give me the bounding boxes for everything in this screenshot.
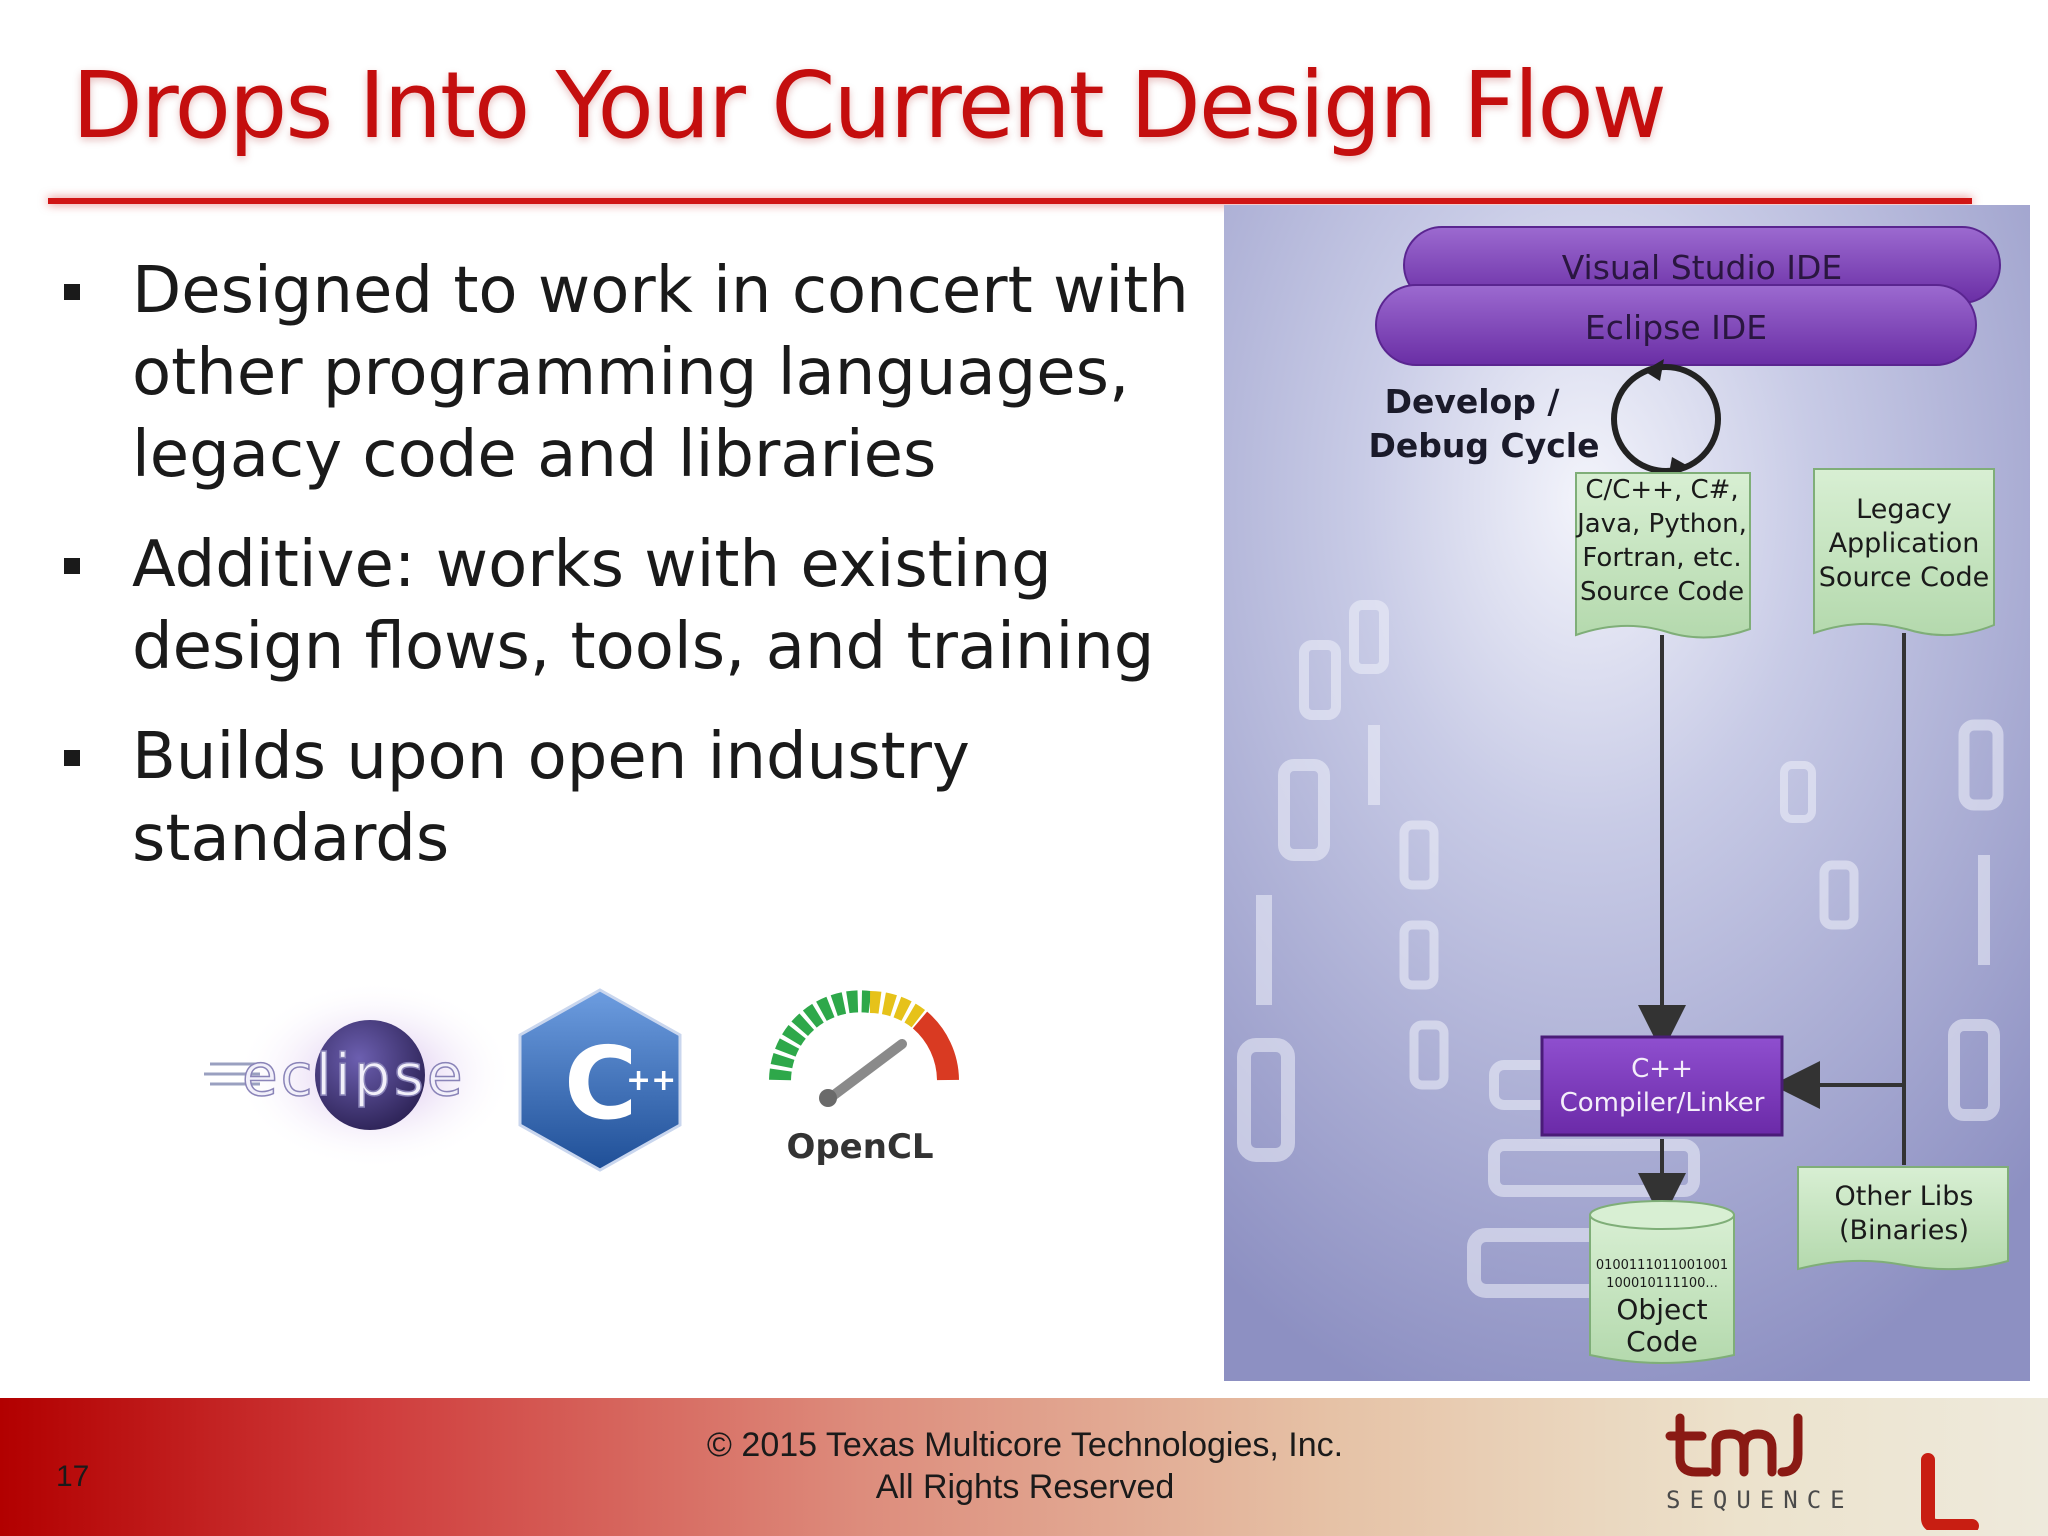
cpp-plus-sign: ++ (626, 1063, 676, 1098)
bullet-line: Designed to work in concert with (132, 254, 1189, 328)
object-code-line: Code (1626, 1325, 1698, 1358)
bullet-square-icon (64, 750, 80, 766)
copyright-notice: © 2015 Texas Multicore Technologies, Inc… (640, 1424, 1410, 1508)
eclipse-logo: eclipse (204, 980, 515, 1170)
bullet-item-1: Designed to work in concert with other p… (58, 250, 1208, 496)
bullet-list: Designed to work in concert with other p… (58, 250, 1208, 908)
develop-debug-cycle: Develop / Debug Cycle (1369, 359, 1721, 479)
cycle-label-line1: Develop / (1385, 382, 1561, 421)
bullet-line: Builds upon open industry (132, 720, 970, 794)
tmt-mark-icon (1665, 1413, 1803, 1477)
other-libs-line: (Binaries) (1839, 1215, 1969, 1246)
legacy-line: Source Code (1819, 562, 1989, 593)
opencl-wordmark: OpenCL (786, 1127, 933, 1167)
opencl-logo: OpenCL (769, 990, 959, 1167)
bullet-line: standards (132, 802, 450, 876)
cycle-label-line2: Debug Cycle (1369, 426, 1600, 465)
legacy-line: Legacy (1856, 494, 1952, 525)
object-bits-line: 100010111100... (1606, 1276, 1718, 1291)
bullet-square-icon (64, 284, 80, 300)
object-code-line: Object (1616, 1293, 1707, 1326)
bullet-line: design flows, tools, and training (132, 610, 1155, 684)
legacy-source-note: Legacy Application Source Code (1813, 468, 1995, 637)
cpp-logo: C ++ (518, 988, 682, 1172)
object-code-cylinder: 0100111011001001 100010111100... Object … (1589, 1200, 1735, 1364)
brand-wordmark: SEQUENCE (1666, 1486, 1854, 1514)
source-line: C/C++, C#, (1585, 475, 1738, 505)
cycle-arrow-icon (1611, 364, 1721, 474)
other-libs-note: Other Libs (Binaries) (1797, 1166, 2009, 1271)
footer-bar (0, 1398, 2048, 1536)
other-libs-line: Other Libs (1835, 1181, 1974, 1212)
design-flow-diagram: Visual Studio IDE Eclipse IDE Develop / … (1224, 205, 2030, 1381)
ide-front-label: Eclipse IDE (1585, 308, 1767, 347)
compiler-linker-box: C++ Compiler/Linker (1540, 1035, 1784, 1137)
bullet-line: Additive: works with existing (132, 528, 1052, 602)
copyright-line: All Rights Reserved (875, 1468, 1175, 1506)
object-bits-line: 0100111011001001 (1596, 1258, 1728, 1273)
page-number: 17 (56, 1460, 90, 1493)
cpp-letter: C (564, 1025, 637, 1142)
brand-l-icon (1921, 1453, 1979, 1533)
bullet-item-2: Additive: works with existing design flo… (58, 524, 1208, 688)
bullet-item-3: Builds upon open industry standards (58, 716, 1208, 880)
compiler-line: C++ (1631, 1054, 1693, 1084)
compiler-line: Compiler/Linker (1560, 1088, 1765, 1118)
source-code-note: C/C++, C#, Java, Python, Fortran, etc. S… (1575, 472, 1751, 639)
eclipse-ide-band: Eclipse IDE (1375, 284, 1977, 366)
bullet-line: other programming languages, (132, 336, 1130, 410)
source-line: Fortran, etc. (1582, 543, 1741, 573)
slide-title: Drops Into Your Current Design Flow (72, 52, 1667, 159)
flow-arrows (1638, 633, 1906, 1221)
legacy-line: Application (1829, 528, 1980, 559)
title-underline (48, 198, 1972, 204)
copyright-line: © 2015 Texas Multicore Technologies, Inc… (706, 1426, 1344, 1464)
source-line: Source Code (1580, 577, 1744, 607)
eclipse-wordmark: eclipse (242, 1041, 466, 1109)
bullet-square-icon (64, 558, 80, 574)
bullet-line: legacy code and libraries (132, 418, 937, 492)
tmt-sequencel-logo: SEQUENCE (1660, 1410, 2000, 1533)
ide-back-label: Visual Studio IDE (1562, 248, 1843, 287)
technology-logos: eclipse C ++ OpenCL (200, 980, 960, 1180)
source-line: Java, Python, (1575, 509, 1747, 539)
